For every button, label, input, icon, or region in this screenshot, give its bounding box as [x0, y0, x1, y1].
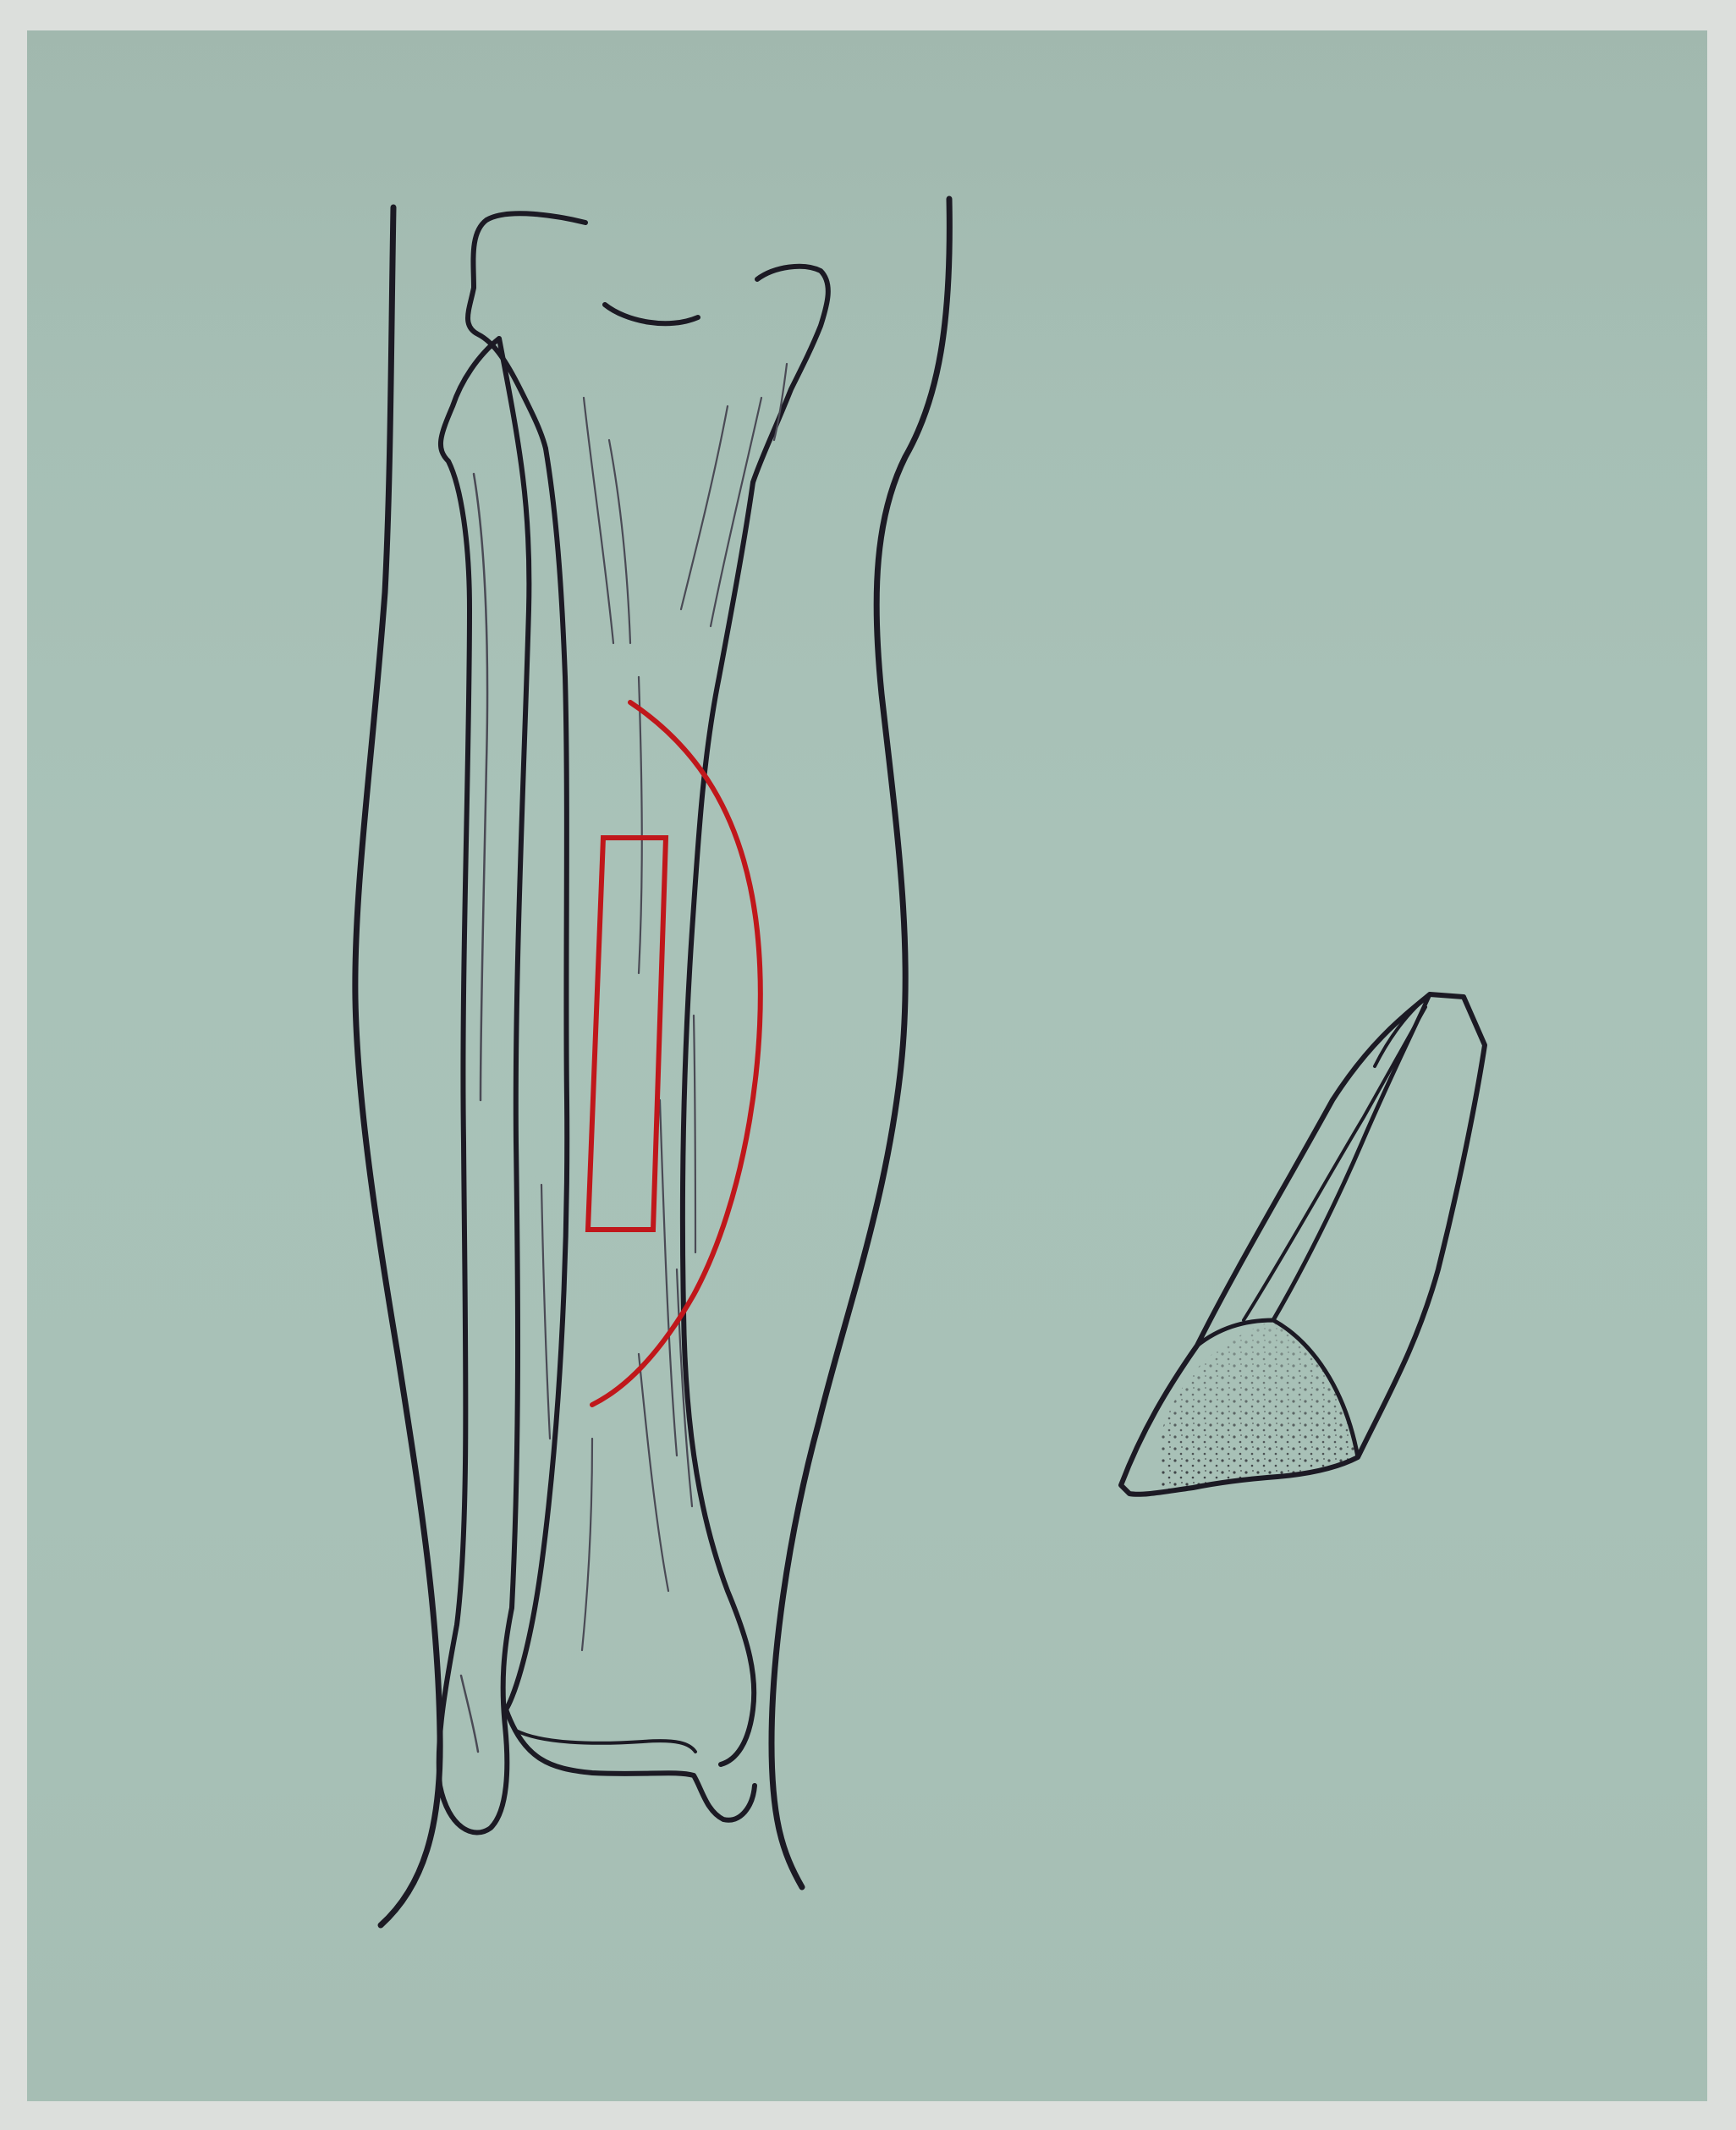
graft-site-rectangle [588, 838, 666, 1230]
harvested-bone-graft [1121, 994, 1485, 1494]
fibula-inner-line-2 [461, 1676, 478, 1752]
fibula [439, 338, 530, 1833]
leg-outline-right [772, 199, 949, 1887]
fibula-inner-line [474, 474, 487, 1100]
tibia-condyle-right [753, 267, 828, 482]
tibia-plateau-notch [605, 305, 698, 323]
tibia-plafond-inner [516, 1731, 695, 1752]
leg-outline-left [355, 207, 440, 1925]
graft-cancellous-face [1159, 1320, 1358, 1489]
tibia-plateau [468, 213, 585, 449]
graft-ridge-2 [1244, 1007, 1426, 1320]
tibia-shaft-right [683, 482, 754, 1764]
tibia-plafond [506, 1709, 755, 1820]
skin-incision-arc [592, 702, 761, 1405]
bone-texture-lines [541, 364, 787, 1650]
